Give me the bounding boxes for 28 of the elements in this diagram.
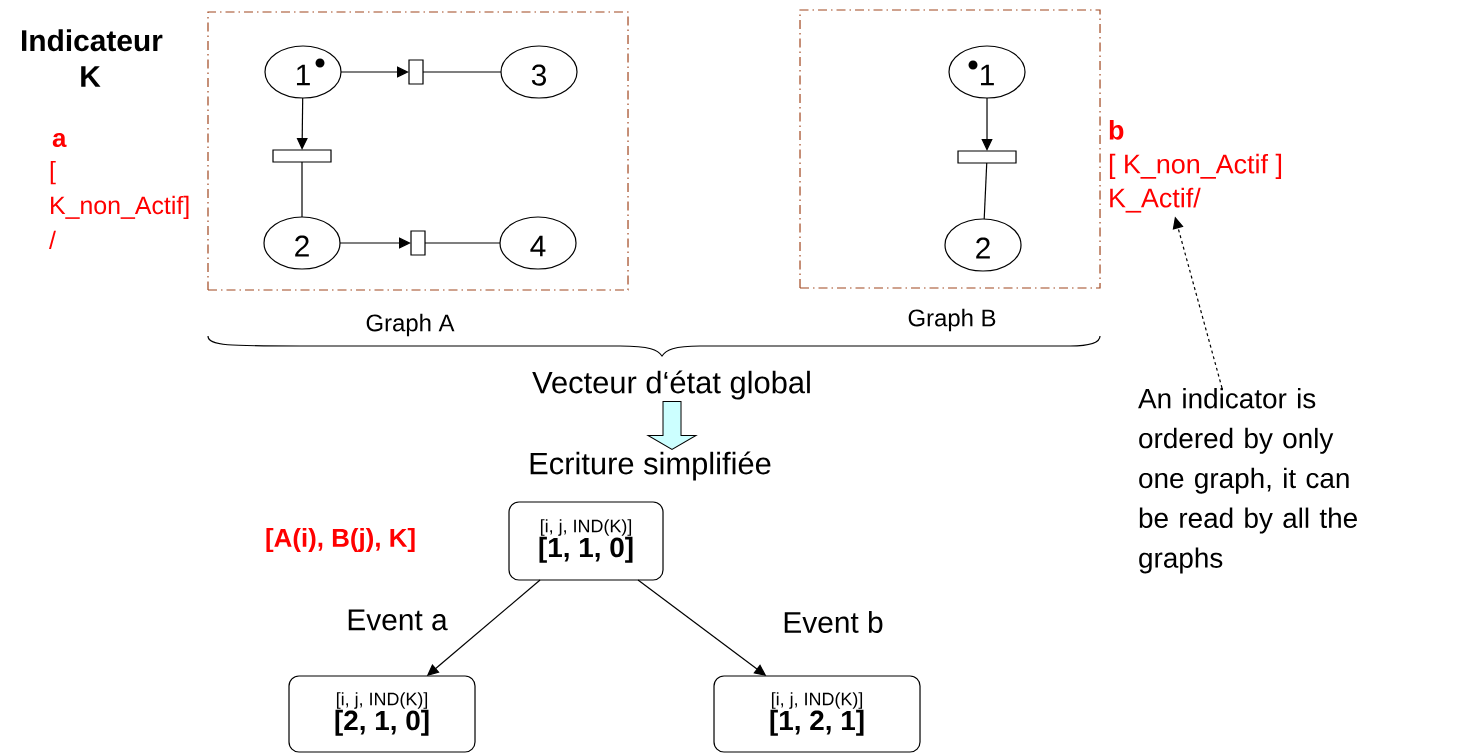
node-label: Graph B xyxy=(908,308,996,332)
edge-label: Event b xyxy=(780,609,886,635)
block-arrow xyxy=(647,401,697,450)
guard-text: [ K_non_Actif] / xyxy=(49,161,189,250)
event-label: a xyxy=(52,132,67,148)
arc-line xyxy=(422,71,502,73)
heading-text: Ecriture simplifiée xyxy=(530,451,771,481)
arc-line xyxy=(301,161,303,218)
arrow xyxy=(981,97,993,151)
indicator-label: Indicateur K xyxy=(22,29,163,87)
arc-line xyxy=(983,162,988,220)
state-box: [i, j, IND(K)] [1, 2, 1] xyxy=(713,675,921,753)
edge-label: Event a xyxy=(344,607,450,633)
arc-line xyxy=(424,242,501,244)
note-text: An indicator is ordered by only one graph, it can be read by all the graphs xyxy=(1138,388,1357,574)
heading-text: Vecteur d‘état global xyxy=(532,370,810,400)
transition-bar xyxy=(408,59,424,85)
arrow xyxy=(296,97,308,150)
node-label: Graph A xyxy=(366,313,455,337)
state-box: [i, j, IND(K)] [1, 1, 0] xyxy=(508,501,664,581)
transition-bar xyxy=(410,230,426,256)
arrow xyxy=(340,66,409,78)
arrow xyxy=(339,237,411,249)
state-box: [i, j, IND(K)] [2, 1, 0] xyxy=(288,675,476,753)
event-label: [A(i), B(j), K] xyxy=(266,527,415,553)
transition-bar xyxy=(957,150,1017,164)
guard-text: b [ K_non_Actif ] K_Actif/ xyxy=(1109,120,1282,213)
transition-bar xyxy=(272,149,332,163)
